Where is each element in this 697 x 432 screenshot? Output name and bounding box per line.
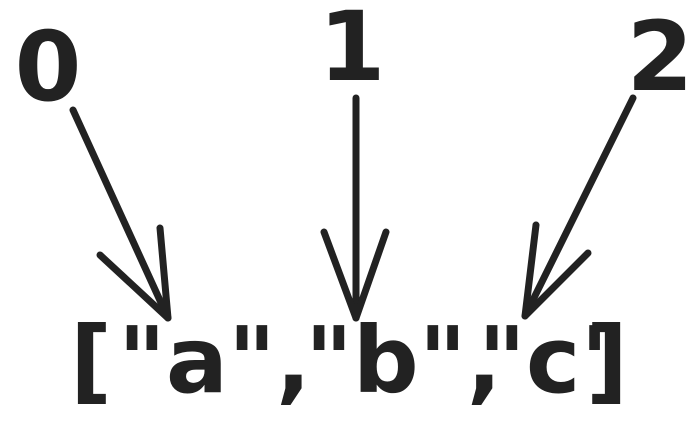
arrow-1-to-b bbox=[320, 94, 390, 322]
array-item-c: "c" bbox=[478, 307, 628, 414]
index-label-0: 0 bbox=[15, 11, 82, 123]
arrow-2-shaft bbox=[521, 94, 637, 320]
arrow-0-shaft bbox=[69, 106, 172, 322]
array-item-b: "b", bbox=[305, 307, 502, 414]
array-open-bracket: [ bbox=[70, 307, 112, 414]
arrow-2-head bbox=[521, 221, 592, 320]
index-label-1: 1 bbox=[319, 0, 386, 103]
index-label-2: 2 bbox=[627, 1, 694, 113]
arrow-2-to-c bbox=[521, 94, 637, 320]
array-close-bracket: ] bbox=[586, 307, 628, 414]
arrow-1-head bbox=[320, 228, 390, 322]
array-item-a: "a", bbox=[118, 307, 311, 414]
arrow-0-head bbox=[96, 224, 172, 322]
arrow-0-to-a bbox=[69, 106, 172, 322]
